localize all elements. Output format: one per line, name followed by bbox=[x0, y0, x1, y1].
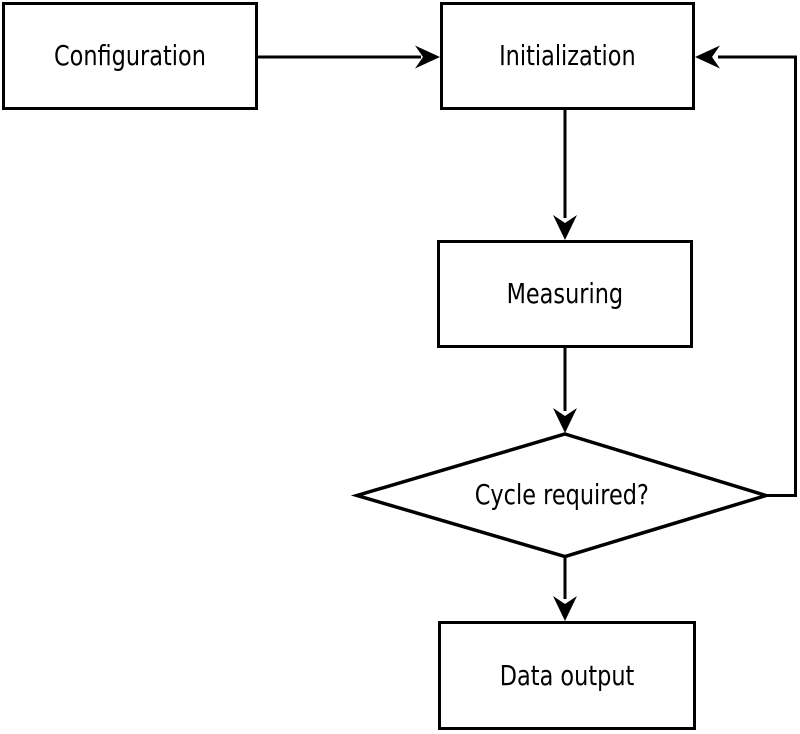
arrowhead-down-icon bbox=[553, 215, 577, 240]
arrowhead-down-icon bbox=[553, 408, 577, 433]
measuring-box bbox=[437, 240, 693, 348]
arrowhead-left-icon bbox=[695, 45, 720, 69]
cycle-required-diamond bbox=[350, 432, 773, 559]
data-output-box bbox=[438, 621, 696, 730]
arrowhead-right-icon bbox=[415, 45, 440, 69]
arrowhead-down-icon bbox=[553, 596, 577, 621]
edge-decision-feedback-to-initialization bbox=[718, 55, 797, 497]
configuration-box bbox=[2, 2, 258, 110]
initialization-box bbox=[440, 2, 695, 110]
